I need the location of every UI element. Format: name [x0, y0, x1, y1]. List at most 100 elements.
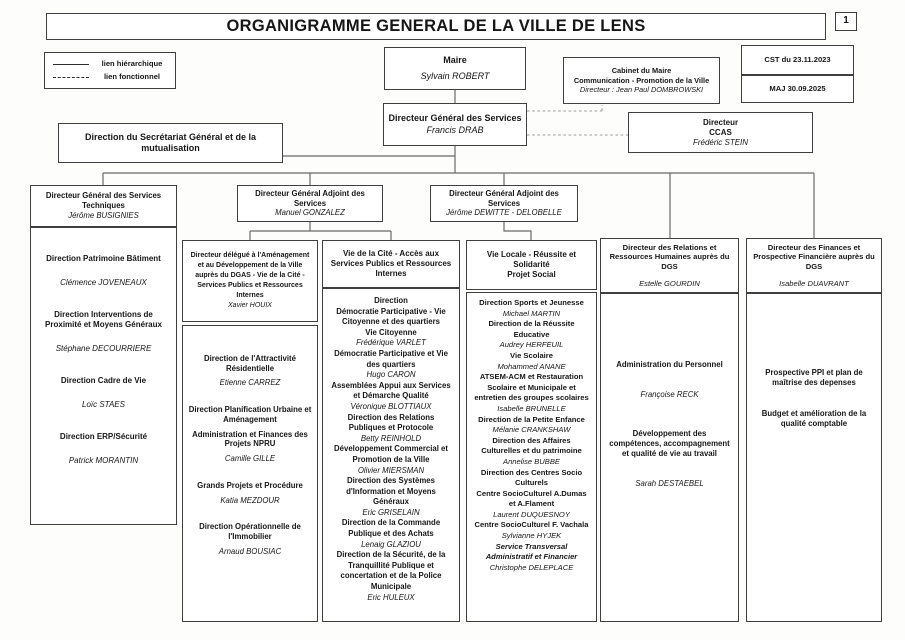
column-title: Vie de la Cité - Accès aux Services Publ…	[330, 249, 452, 278]
org-entry: Direction Patrimoine Bâtiment	[46, 254, 161, 263]
column-body-finances: Prospective PPI et plan de maîtrise des …	[746, 293, 882, 622]
org-entry: Direction de l'Attractivité Résidentiell…	[204, 354, 296, 373]
org-entry: Grands Projets et Procédure	[197, 480, 303, 490]
org-entry: Développement des compétences, accompagn…	[609, 429, 730, 458]
node-person: Jérôme BUSIGNIES	[68, 210, 139, 220]
org-entry: Budget et amélioration de la qualité com…	[761, 409, 867, 429]
org-entry: Direction Sports et Jeunesse	[479, 298, 584, 307]
node-title: Directeur Général des Services Technique…	[45, 191, 162, 211]
org-entry: Véronique BLOTTIAUX	[350, 401, 432, 411]
org-entry: Direction	[374, 296, 408, 305]
org-entry: Katia MEZDOUR	[220, 495, 280, 505]
org-entry: Développement Commercial et Promotion de…	[334, 444, 448, 464]
node-secretariat-general: Direction du Secrétariat Général et de l…	[58, 123, 283, 163]
column-person: Xavier HOUIX	[228, 301, 272, 309]
org-entry: Audrey HERFEUIL	[499, 340, 564, 350]
column-title: Directeur des Relations et Ressources Hu…	[609, 242, 730, 271]
node-person: Francis DRAB	[426, 124, 484, 135]
org-entry: Isabelle BRUNELLE	[497, 403, 566, 413]
column-header-ressources-humaines: Directeur des Relations et Ressources Hu…	[600, 238, 739, 293]
functional-link-lines	[527, 105, 628, 136]
org-entry: Centre SocioCulturel F. Vachala	[474, 520, 589, 530]
column-person: Isabelle DUAVRANT	[779, 278, 849, 288]
org-entry: Prospective PPI et plan de maîtrise des …	[765, 368, 863, 387]
org-entry: Direction Interventions de Proximité et …	[45, 310, 162, 329]
node-title: Direction du Secrétariat Général et de l…	[84, 131, 257, 153]
org-entry: Mélanie CRANKSHAW	[492, 425, 571, 435]
column-body-services-techniques: Direction Patrimoine Bâtiment Clémence J…	[30, 227, 177, 525]
node-person: Frédéric STEIN	[692, 137, 749, 147]
cst-date-box: CST du 23.11.2023	[741, 45, 854, 75]
org-entry: Olivier MIERSMAN	[357, 465, 425, 475]
column-header-vie-de-la-cite: Vie de la Cité - Accès aux Services Publ…	[322, 240, 460, 288]
column-subtitle: Projet Social	[507, 270, 556, 279]
org-entry: Frédérique VARLET	[356, 338, 426, 348]
org-entry: Betty REINHOLD	[360, 433, 422, 443]
org-entry: Eric HULEUX	[367, 592, 415, 602]
org-entry: Direction des Centres Socio Culturels	[480, 467, 583, 488]
org-entry: Centre SocioCulturel A.Dumas et A.Flamen…	[476, 488, 587, 509]
legend-hierarchical-row: lien hiérarchique	[53, 58, 167, 71]
org-entry: Direction de la Commande Publique et des…	[341, 518, 441, 539]
node-title: Directeur Général Adjoint des Services	[449, 188, 559, 208]
maj-date-box: MAJ 30.09.2025	[741, 75, 854, 103]
node-person: Directeur : Jean Paul DOMBROWSKI	[579, 85, 704, 95]
org-entry: Camille GILLE	[224, 454, 276, 464]
org-entry: Laurent DUQUESNOY	[493, 509, 570, 519]
page-title: ORGANIGRAMME GENERAL DE LA VILLE DE LENS	[46, 13, 826, 40]
node-maire: Maire Sylvain ROBERT	[384, 47, 526, 90]
org-entry: Arnaud BOUSIAC	[218, 546, 282, 556]
solid-line-swatch	[53, 63, 89, 65]
org-entry: Eric GRISELAIN	[362, 507, 420, 517]
node-title: Maire	[443, 55, 467, 66]
node-person: Manuel GONZALEZ	[275, 208, 345, 218]
node-dga-dewitte: Directeur Général Adjoint des Services J…	[430, 185, 578, 222]
org-entry: Loïc STAES	[82, 400, 125, 409]
legend-hierarchical-label: lien hiérarchique	[101, 59, 163, 69]
org-entry: Michael MARTIN	[502, 308, 561, 318]
column-header-vie-locale: Vie Locale - Réussite et Solidarité Proj…	[466, 240, 597, 290]
column-body-vie-de-la-cite: Direction Démocratie Participative - Vie…	[322, 288, 460, 622]
column-body-vie-locale: Direction Sports et Jeunesse Michael MAR…	[466, 292, 597, 622]
org-entry: Assemblées Appui aux Services et Démarch…	[331, 380, 451, 401]
org-entry: Direction Planification Urbaine et Aména…	[188, 405, 312, 424]
org-entry: Démocratie Participative et Vie des quar…	[334, 348, 448, 369]
org-entry: ATSEM-ACM et Restauration Scolaire et Mu…	[474, 372, 589, 403]
legend: lien hiérarchique lien fonctionnel	[44, 52, 176, 89]
org-entry: Direction ERP/Sécurité	[59, 432, 148, 441]
org-entry: Administration du Personnel	[616, 360, 723, 369]
node-title: Directeur	[702, 117, 739, 127]
node-cabinet-du-maire: Cabinet du Maire Communication - Promoti…	[563, 57, 720, 104]
org-entry: Lenaig GLAZIOU	[361, 539, 421, 549]
column-title: Vie Locale - Réussite et Solidarité	[486, 250, 577, 269]
org-entry: Sarah DESTAEBEL	[635, 478, 704, 488]
org-entry: Clémence JOVENEAUX	[60, 278, 147, 287]
page-number-badge: 1	[835, 12, 857, 31]
org-entry: Direction des Systèmes d'Information et …	[346, 476, 436, 507]
node-dga-gonzalez: Directeur Général Adjoint des Services M…	[237, 185, 383, 222]
org-entry: Christophe DELEPLACE	[489, 562, 574, 572]
dashed-line-swatch	[53, 76, 89, 78]
org-entry: Direction des Affaires Culturelles et du…	[481, 435, 582, 456]
column-body-amenagement: Direction de l'Attractivité Résidentiell…	[182, 325, 318, 622]
node-title: Cabinet du Maire	[611, 65, 672, 75]
column-header-amenagement: Directeur délégué à l'Aménagement et au …	[182, 240, 318, 322]
org-entry: Hugo CARON	[366, 370, 416, 380]
org-entry: Démocratie Participative - Vie Citoyenne…	[336, 306, 446, 327]
org-entry: Service Transversal Administratif et Fin…	[485, 541, 578, 562]
node-dgs: Directeur Général des Services Francis D…	[383, 103, 527, 146]
node-title: Directeur Général Adjoint des Services	[255, 188, 365, 208]
column-header-finances: Directeur des Finances et Prospective Fi…	[746, 238, 882, 293]
org-entry: Administration et Finances des Projets N…	[192, 429, 308, 449]
org-entry: Mohammed ANANE	[497, 361, 566, 371]
org-entry: Direction des Relations Publiques et Pro…	[347, 412, 435, 433]
node-person: Sylvain ROBERT	[420, 70, 490, 81]
node-dgst: Directeur Général des Services Technique…	[30, 185, 177, 227]
node-ccas: Directeur CCAS Frédéric STEIN	[628, 112, 813, 153]
org-entry: Direction Cadre de Vie	[60, 376, 147, 385]
legend-functional-label: lien fonctionnel	[103, 72, 161, 82]
org-entry: Sylvianne HYJEK	[501, 531, 562, 541]
legend-functional-row: lien fonctionnel	[53, 71, 167, 84]
column-title: Directeur délégué à l'Aménagement et au …	[190, 252, 310, 299]
